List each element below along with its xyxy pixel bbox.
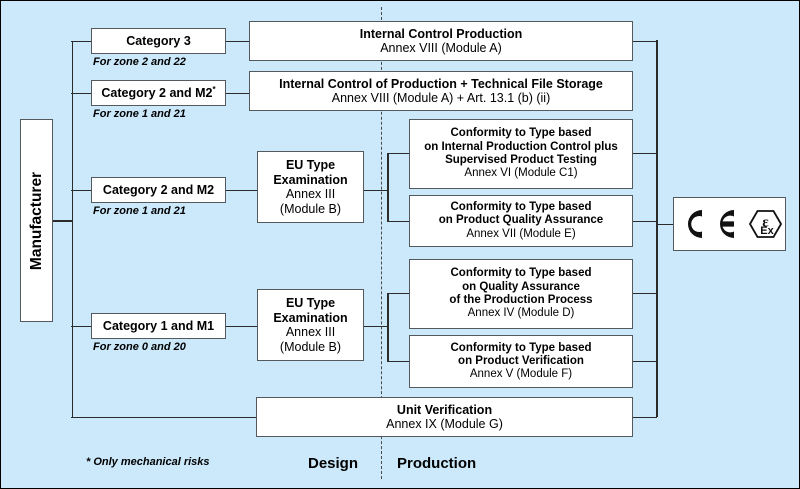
phase-label-design: Design	[308, 455, 359, 472]
eu-type2-line-1: EU Type	[285, 296, 336, 310]
connector-eutype2-fan	[387, 293, 389, 361]
procedure-annex-3: Annex VI (Module C1)	[464, 167, 578, 180]
left-rail	[71, 41, 73, 418]
procedure-title-5-a: Conformity to Type based	[450, 267, 592, 280]
connector-rail-to-unit-verification	[71, 416, 257, 418]
connector-category3-to-eutype1	[226, 189, 258, 191]
category-label-2: Category 2 and M2	[101, 86, 213, 101]
connector-right-rail-to-ce	[656, 223, 674, 225]
eu-type2-line-2: Examination	[273, 310, 348, 325]
procedure-box-module-g[interactable]: Unit Verification Annex IX (Module G)	[256, 397, 633, 437]
category-label-3: Category 2 and M2	[102, 183, 215, 198]
category-zone-2: For zone 1 and 21	[93, 108, 186, 120]
phase-label-production: Production	[397, 455, 477, 472]
connector-category3-to-module-a	[226, 40, 250, 42]
procedure-title-5-c: of the Production Process	[449, 294, 593, 306]
connector-module-f-to-right-rail	[632, 360, 657, 362]
eu-type2-line-4: (Module B)	[279, 339, 342, 354]
category-zone-4: For zone 0 and 20	[93, 341, 186, 353]
eu-type2-line-3: Annex III	[285, 325, 336, 339]
ce-ex-marking-icon: ε Ex	[687, 210, 782, 238]
procedure-title-6-b: on Product Verification	[458, 354, 584, 367]
connector-eutype1-to-c1	[387, 152, 410, 154]
eu-type-line-3: Annex III	[285, 187, 336, 201]
procedure-annex-2: Annex VIII (Module A) + Art. 13.1 (b) (i…	[331, 91, 551, 105]
eu-type-line-2: Examination	[273, 172, 348, 187]
manufacturer-box: Manufacturer	[20, 119, 53, 322]
procedure-box-module-e[interactable]: Conformity to Type based on Product Qual…	[409, 195, 633, 247]
procedure-title-5-b: on Quality Assurance	[462, 280, 580, 293]
connector-manufacturer-to-rail	[52, 220, 73, 222]
connector-module-e-to-right-rail	[632, 220, 657, 222]
category-box-4[interactable]: Category 1 and M1	[91, 313, 226, 339]
procedure-title-4-a: Conformity to Type based	[450, 201, 592, 213]
procedure-annex-5: Annex IV (Module D)	[467, 307, 575, 320]
svg-text:ε: ε	[762, 215, 769, 231]
connector-rail-to-category-1	[71, 40, 92, 42]
category-label-1: Category 3	[126, 34, 191, 49]
eu-type-line-4: (Module B)	[279, 201, 342, 216]
design-production-divider	[381, 7, 382, 479]
connector-eutype1-fan	[387, 153, 389, 221]
connector-category1-to-eutype2	[226, 325, 258, 327]
procedure-title-7: Unit Verification	[396, 402, 493, 417]
svg-text:Ex: Ex	[760, 225, 774, 237]
connector-rail-to-category-4	[71, 325, 92, 327]
procedure-title-4-b: on Product Quality Assurance	[438, 214, 604, 227]
category-zone-1: For zone 2 and 22	[93, 56, 186, 68]
eu-type-examination-box-2[interactable]: EU Type Examination Annex III (Module B)	[257, 289, 364, 361]
category-box-2[interactable]: Category 2 and M2*	[91, 80, 226, 106]
procedure-box-module-a[interactable]: Internal Control Production Annex VIII (…	[249, 21, 633, 61]
category-box-3[interactable]: Category 2 and M2	[91, 177, 226, 203]
procedure-box-module-f[interactable]: Conformity to Type based on Product Veri…	[409, 335, 633, 388]
procedure-annex-6: Annex V (Module F)	[469, 368, 573, 381]
eu-type-line-1: EU Type	[285, 158, 336, 172]
connector-category2-to-module-a-tfs	[226, 92, 250, 94]
category-zone-3: For zone 1 and 21	[93, 205, 186, 217]
manufacturer-label: Manufacturer	[27, 171, 45, 270]
connector-rail-to-category-2	[71, 92, 92, 94]
connector-eutype2-to-d	[387, 292, 410, 294]
procedure-box-module-c1[interactable]: Conformity to Type based on Internal Pro…	[409, 119, 633, 189]
footnote-mechanical-risks: * Only mechanical risks	[86, 456, 210, 468]
ce-ex-marking-box: ε Ex	[673, 197, 786, 251]
eu-type-examination-box-1[interactable]: EU Type Examination Annex III (Module B)	[257, 151, 364, 223]
connector-eutype1-to-e	[387, 220, 410, 222]
procedure-annex-7: Annex IX (Module G)	[386, 417, 503, 431]
procedure-title-1: Internal Control Production	[359, 26, 523, 41]
procedure-annex-1: Annex VIII (Module A)	[380, 41, 502, 55]
procedure-title-2: Internal Control of Production + Technic…	[279, 76, 603, 91]
category-star-2: *	[212, 85, 216, 95]
right-rail	[656, 40, 658, 417]
procedure-box-module-d[interactable]: Conformity to Type based on Quality Assu…	[409, 259, 633, 329]
category-box-1[interactable]: Category 3	[91, 28, 226, 54]
connector-eutype2-out	[363, 325, 388, 327]
connector-module-g-to-right-rail	[632, 416, 657, 418]
connector-rail-to-category-3	[71, 189, 92, 191]
procedure-box-module-a-tfs[interactable]: Internal Control of Production + Technic…	[249, 71, 633, 111]
procedure-title-3-a: Conformity to Type based	[450, 127, 592, 140]
connector-module-a-to-right-rail	[632, 40, 657, 42]
connector-eutype2-to-f	[387, 360, 410, 362]
procedure-title-3-b: on Internal Production Control plus	[424, 140, 618, 153]
procedure-title-3-c: Supervised Product Testing	[445, 154, 597, 166]
category-label-4: Category 1 and M1	[102, 319, 215, 334]
connector-module-c1-to-right-rail	[632, 152, 657, 154]
procedure-title-6-a: Conformity to Type based	[450, 341, 592, 354]
procedure-annex-4: Annex VII (Module E)	[466, 227, 576, 240]
connector-module-d-to-right-rail	[632, 292, 657, 294]
connector-eutype1-out	[363, 189, 388, 191]
